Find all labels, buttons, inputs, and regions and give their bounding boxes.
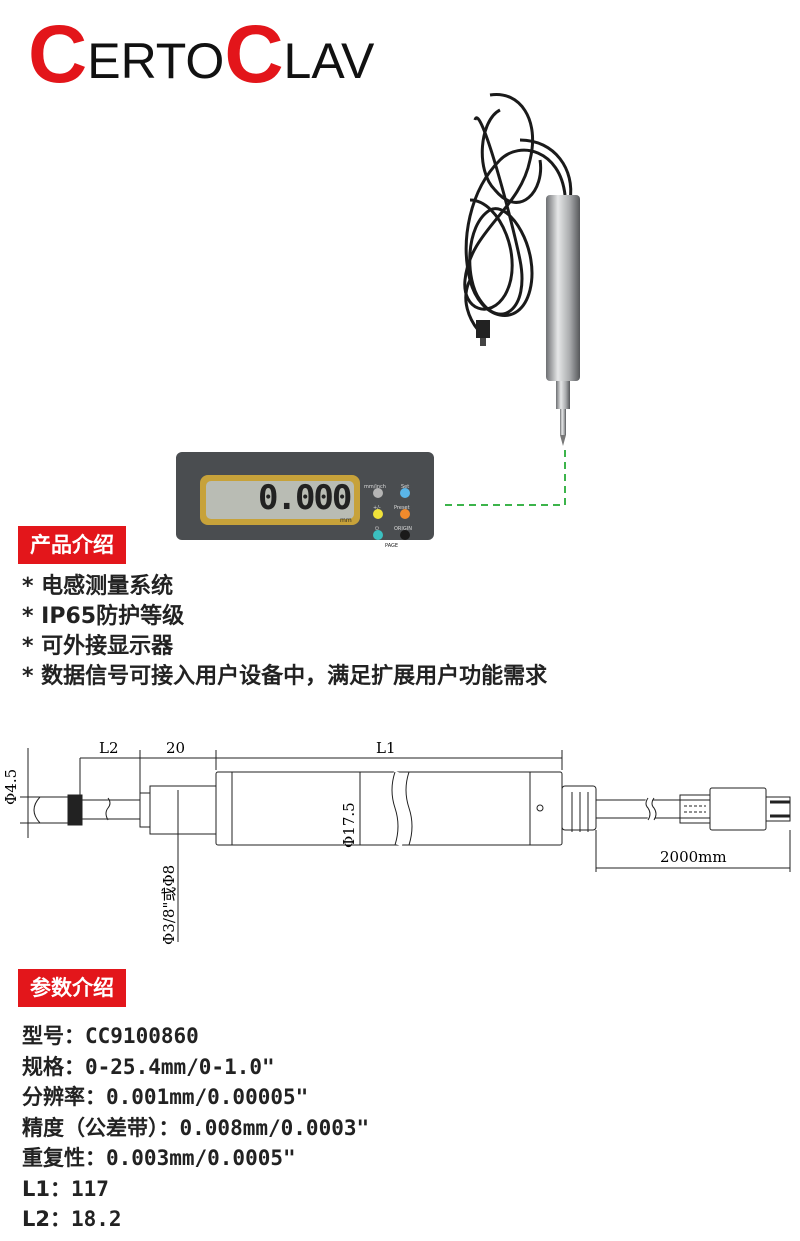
- param-row: 重复性：0.003mm/0.0005": [22, 1143, 369, 1174]
- dimension-drawing: [20, 748, 791, 942]
- btn-label: ORIGIN: [394, 526, 412, 532]
- param-label: L2：: [22, 1207, 71, 1231]
- logo-text: LAV: [283, 33, 375, 89]
- dim-l1: L1: [376, 739, 396, 757]
- dim-stem-diameter: Φ3/8"或Φ8: [160, 864, 178, 945]
- logo-letter: C: [224, 9, 284, 100]
- display-unit-label: mm: [340, 517, 352, 524]
- btn-label: +/-: [373, 505, 381, 511]
- btn-label: Set: [401, 484, 410, 490]
- cable-coil-icon: [463, 92, 573, 337]
- param-label: 重复性：: [22, 1146, 106, 1170]
- usb-plug-icon: [476, 320, 490, 338]
- display-unit: [176, 452, 434, 540]
- param-row: L1：117: [22, 1174, 369, 1205]
- btn-label: mm/inch: [364, 484, 386, 490]
- param-value: 0-25.4mm/0-1.0": [85, 1054, 275, 1079]
- list-item: * 数据信号可接入用户设备中，满足扩展用户功能需求: [22, 664, 548, 689]
- btn-label: Preset: [394, 505, 410, 511]
- param-value: 0.003mm/0.0005": [106, 1146, 296, 1170]
- param-row: L2：18.2: [22, 1204, 369, 1235]
- param-value: 18.2: [71, 1207, 122, 1231]
- dim-tip-diameter: Φ4.5: [2, 768, 20, 805]
- section-header-params: 参数介绍: [18, 969, 126, 1007]
- param-label: 精度（公差带）：: [22, 1115, 180, 1140]
- param-label: 型号：: [22, 1024, 85, 1048]
- param-value: CC9100860: [85, 1024, 199, 1048]
- logo-letter: C: [28, 9, 88, 100]
- dim-20: 20: [166, 739, 186, 757]
- logo-text: ERTO: [87, 33, 225, 89]
- param-value: 117: [71, 1176, 109, 1201]
- list-item: * 电感测量系统: [22, 574, 174, 599]
- param-row: 型号：CC9100860: [22, 1021, 369, 1052]
- dim-body-diameter: Φ17.5: [340, 802, 358, 848]
- brand-logo: C ERTO C LAV: [28, 9, 375, 100]
- page-label: PAGE: [385, 543, 399, 549]
- section-header-intro: 产品介绍: [18, 526, 126, 564]
- list-item: * 可外接显示器: [22, 634, 174, 659]
- connection-line: [440, 450, 566, 506]
- btn-label: ⏻: [375, 526, 379, 532]
- param-row: 规格：0-25.4mm/0-1.0": [22, 1052, 369, 1083]
- param-value: 0.008mm/0.0003": [179, 1115, 370, 1140]
- param-label: L1：: [22, 1176, 71, 1201]
- param-value: 0.001mm/0.00005": [106, 1085, 309, 1109]
- param-label: 分辨率：: [22, 1085, 106, 1109]
- param-row: 精度（公差带）：0.008mm/0.0003": [22, 1113, 369, 1144]
- params-list: 型号：CC9100860 规格：0-25.4mm/0-1.0" 分辨率：0.00…: [22, 1021, 369, 1235]
- param-row: 分辨率：0.001mm/0.00005": [22, 1082, 369, 1113]
- param-label: 规格：: [22, 1054, 85, 1079]
- probe-body: [546, 195, 580, 381]
- intro-list: * 电感测量系统 * IP65防护等级 * 可外接显示器 * 数据信号可接入用户…: [22, 572, 547, 692]
- list-item: * IP65防护等级: [22, 604, 185, 629]
- dim-cable-length: 2000mm: [660, 848, 727, 866]
- dim-l2: L2: [99, 739, 119, 757]
- product-photo: [176, 92, 580, 540]
- display-reading: 0.000: [258, 478, 352, 518]
